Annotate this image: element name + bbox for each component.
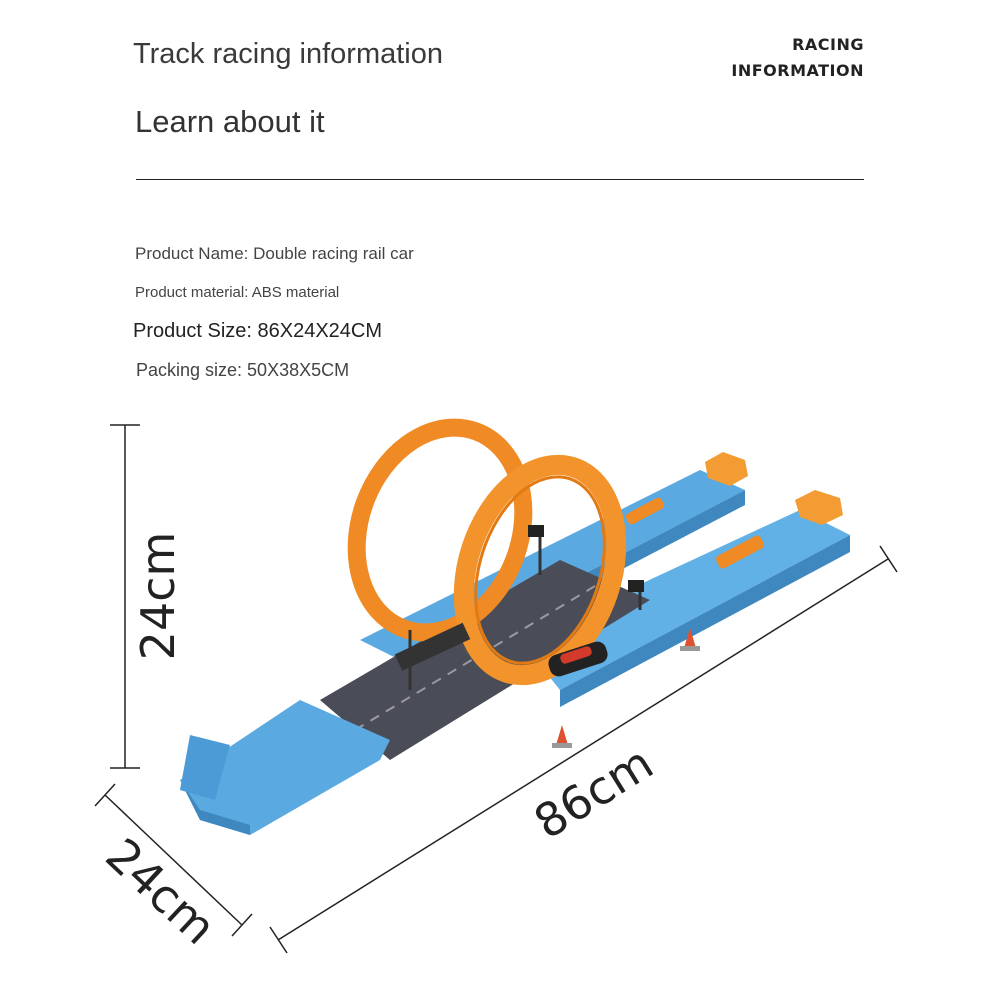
spec-product-size: Product Size: 86X24X24CM — [133, 320, 383, 342]
back-launcher-head — [705, 452, 748, 486]
height-dimension-line — [110, 424, 140, 769]
ramp-legs — [180, 735, 230, 800]
spec-packing-size: Packing size: 50X38X5CM — [136, 360, 350, 380]
toy-car — [548, 641, 608, 677]
page-title: Track racing information — [133, 38, 443, 70]
start-banner — [394, 622, 471, 671]
traffic-cone-2 — [556, 725, 568, 745]
spec-product-material: Product material: ABS material — [135, 284, 340, 301]
badge-line-1: RACING — [792, 35, 864, 54]
front-ramp-base — [180, 780, 250, 835]
front-launcher-head — [795, 490, 843, 525]
spec-product-name: Product Name: Double racing rail car — [135, 244, 414, 263]
front-loop — [453, 454, 627, 686]
back-loop — [347, 418, 533, 642]
page-subtitle: Learn about it — [135, 104, 325, 139]
front-launcher-side — [560, 535, 850, 707]
track-set-image — [180, 418, 850, 835]
length-dimension-label: 86cm — [525, 735, 663, 849]
traffic-cone-1 — [684, 628, 696, 648]
header-divider — [136, 179, 864, 180]
length-dimension-line — [269, 545, 898, 954]
front-ramp — [180, 700, 390, 835]
racing-information-badge: RACING INFORMATION — [731, 32, 864, 84]
badge-line-2: INFORMATION — [731, 61, 864, 80]
width-dimension-line — [94, 783, 253, 937]
height-dimension-label: 24cm — [131, 532, 185, 661]
